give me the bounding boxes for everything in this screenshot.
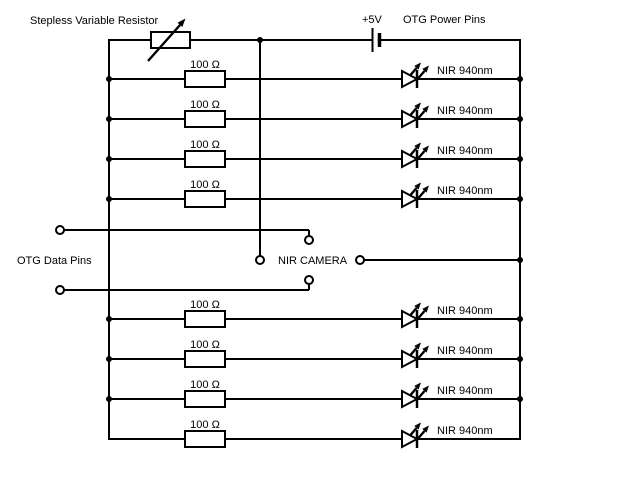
led-symbol: [400, 101, 431, 130]
resistor-label: 100 Ω: [190, 299, 220, 311]
supply-voltage-label: +5V: [362, 14, 383, 26]
variable-resistor-arrow-shaft: [147, 24, 181, 62]
junction-dot: [106, 196, 112, 202]
junction-dot: [106, 156, 112, 162]
left-bus-wire: [108, 39, 372, 440]
junction-dot: [517, 116, 523, 122]
led-symbol: [400, 61, 431, 90]
circuit-branch: 100 Ω NIR 940nm: [106, 339, 523, 370]
camera-right-terminal: [355, 255, 365, 265]
variable-resistor: [147, 18, 191, 62]
led-symbol: [400, 181, 431, 210]
circuit-branch: 100 Ω NIR 940nm: [106, 299, 523, 330]
led-label: NIR 940nm: [437, 385, 493, 397]
junction-dot: [517, 156, 523, 162]
variable-resistor-body: [150, 31, 191, 49]
led-symbol: [400, 301, 431, 330]
junction-dot: [106, 356, 112, 362]
led-label: NIR 940nm: [437, 185, 493, 197]
junction-dot: [517, 356, 523, 362]
data-pin-terminal: [55, 225, 65, 235]
led-label: NIR 940nm: [437, 425, 493, 437]
data-pins-label: OTG Data Pins: [17, 255, 92, 267]
junction-dot: [517, 316, 523, 322]
resistor-label: 100 Ω: [190, 419, 220, 431]
circuit-branch: 100 Ω NIR 940nm: [106, 99, 523, 130]
resistor-label: 100 Ω: [190, 139, 220, 151]
led-symbol: [400, 341, 431, 370]
camera-bottom-terminal: [304, 275, 314, 285]
circuit-branch: 100 Ω NIR 940nm: [106, 179, 523, 210]
junction-dot: [257, 37, 263, 43]
variable-resistor-arrow-head: [177, 18, 186, 27]
resistor-symbol: [184, 430, 226, 448]
junction-dot: [106, 396, 112, 402]
data-pin-lines: [55, 225, 310, 295]
junction-dot: [106, 316, 112, 322]
right-bus-wire: [381, 39, 521, 440]
power-pins-label: OTG Power Pins: [403, 14, 486, 26]
circuit-branch: 100 Ω NIR 940nm: [106, 139, 523, 170]
resistor-symbol: [184, 310, 226, 328]
circuit-branch: 100 Ω NIR 940nm: [106, 379, 523, 410]
led-label: NIR 940nm: [437, 145, 493, 157]
led-label: NIR 940nm: [437, 345, 493, 357]
resistor-label: 100 Ω: [190, 339, 220, 351]
resistor-symbol: [184, 150, 226, 168]
led-symbol: [400, 141, 431, 170]
led-label: NIR 940nm: [437, 305, 493, 317]
nir-camera-block: [255, 235, 523, 285]
junction-dot: [106, 116, 112, 122]
camera-label: NIR CAMERA: [278, 255, 348, 267]
camera-left-terminal: [255, 255, 265, 265]
circuit-branch: 100 Ω NIR 940nm: [109, 419, 520, 450]
resistor-symbol: [184, 390, 226, 408]
data-pin-terminal: [55, 285, 65, 295]
resistor-symbol: [184, 70, 226, 88]
junction-dot: [517, 257, 523, 263]
led-label: NIR 940nm: [437, 105, 493, 117]
junction-dot: [517, 396, 523, 402]
camera-top-terminal: [304, 235, 314, 245]
resistor-label: 100 Ω: [190, 179, 220, 191]
led-label: NIR 940nm: [437, 65, 493, 77]
junction-dot: [517, 76, 523, 82]
resistor-label: 100 Ω: [190, 99, 220, 111]
junction-dot: [106, 76, 112, 82]
junction-dot: [517, 196, 523, 202]
resistor-label: 100 Ω: [190, 59, 220, 71]
led-symbol: [400, 421, 431, 450]
power-rails: [108, 28, 521, 440]
led-symbol: [400, 381, 431, 410]
resistor-label: 100 Ω: [190, 379, 220, 391]
variable-resistor-title: Stepless Variable Resistor: [30, 15, 159, 27]
circuit-branch: 100 Ω NIR 940nm: [106, 59, 523, 90]
resistor-symbol: [184, 350, 226, 368]
resistor-symbol: [184, 110, 226, 128]
resistor-symbol: [184, 190, 226, 208]
camera-power-feed: [257, 37, 263, 256]
